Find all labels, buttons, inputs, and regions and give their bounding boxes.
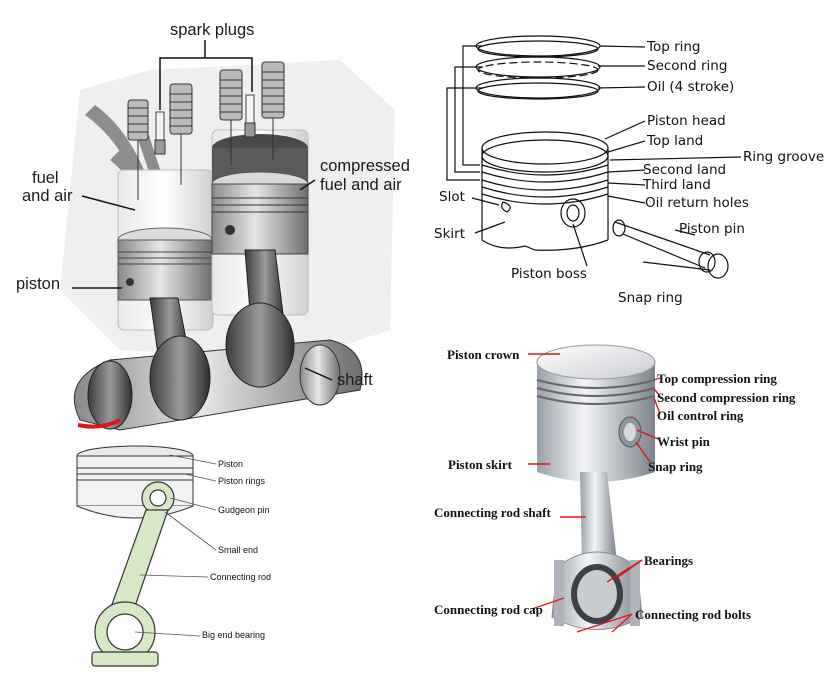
slot-label: Slot (439, 189, 465, 205)
fuel-air-leader (81, 195, 136, 211)
skirt-label: Skirt (434, 226, 465, 242)
second-land-label: Second land (643, 162, 727, 178)
engine-cutaway-panel: spark plugs fuel and air compressed fuel… (0, 0, 425, 440)
spark-plug-left (154, 111, 166, 155)
piston-pin-label: Piston pin (679, 221, 745, 237)
top-ring (475, 35, 601, 57)
piston-assembly-panel: Piston crown Top compression ring Second… (432, 332, 838, 662)
fuel-and-air-label: fuel and air (320, 176, 402, 194)
connecting-rod-label: Connecting rod (210, 572, 272, 582)
top-compression-ring-label: Top compression ring (657, 371, 777, 386)
piston-body (481, 131, 609, 251)
shaft-label: shaft (337, 371, 373, 389)
left-piston (117, 227, 213, 301)
connecting-rod-cap-label: Connecting rod cap (434, 602, 543, 617)
piston-label: piston (16, 275, 61, 293)
connecting-rod-drawing (76, 445, 217, 667)
assembly-leaders (528, 353, 661, 633)
piston-rings-drawing (446, 35, 742, 279)
fuel-label: fuel (32, 169, 59, 187)
second-ring-label: Second ring (647, 58, 728, 74)
top-land-label: Top land (647, 133, 704, 149)
spark-plugs-leader (159, 40, 253, 110)
valve-springs (127, 61, 285, 200)
oil-ring (475, 77, 601, 99)
wrist-pin-label: Wrist pin (657, 434, 710, 449)
spark-plugs-label: spark plugs (170, 21, 255, 39)
and-air-label: and air (22, 187, 73, 205)
rod-leaders (134, 454, 217, 637)
oil-control-ring-label: Oil control ring (657, 408, 744, 423)
connecting-rod-drawing (91, 481, 175, 667)
second-compression-ring-label: Second compression ring (657, 390, 796, 405)
piston-rings-panel: Top ring Second ring Oil (4 stroke) Pist… (425, 0, 838, 320)
rotation-arrow (77, 418, 121, 429)
third-land-label: Third land (643, 177, 711, 193)
piston-drawing (76, 445, 194, 519)
piston-skirt-label: Piston skirt (448, 457, 512, 472)
ring-groove-label: Ring groove (743, 149, 825, 165)
bearings-label: Bearings (644, 553, 694, 568)
piston-boss-label: Piston boss (511, 266, 587, 282)
piston-3d (536, 344, 656, 482)
spark-plug-right (244, 94, 256, 138)
shaft-leader (304, 367, 333, 381)
piston-rings-label: Piston rings (218, 476, 266, 486)
top-ring-label: Top ring (647, 39, 701, 55)
assembly-snap-ring-label: Snap ring (648, 459, 703, 474)
compressed-label: compressed (320, 157, 410, 175)
piston-crown-label: Piston crown (447, 347, 520, 362)
piston-assembly-drawing (528, 344, 661, 633)
connecting-rod-3d (551, 472, 643, 630)
piston-pin-drawing (612, 219, 729, 279)
right-piston (211, 171, 309, 255)
piston-head-label: Piston head (647, 113, 726, 129)
connecting-rod-bolts-label: Connecting rod bolts (635, 607, 752, 622)
second-ring (475, 56, 601, 78)
snap-ring-label: Snap ring (618, 290, 683, 306)
gudgeon-pin-label: Gudgeon pin (218, 505, 270, 515)
oil-return-holes-label: Oil return holes (645, 195, 749, 211)
compressed-leader (299, 179, 316, 191)
engine-cutaway-drawing (60, 40, 395, 431)
oil-ring-label: Oil (4 stroke) (647, 79, 735, 95)
big-end-bearing-label: Big end bearing (202, 630, 266, 640)
rod-piston-label: Piston (218, 459, 244, 469)
connecting-rod-panel: Piston Piston rings Gudgeon pin Small en… (70, 440, 390, 682)
small-end-label: Small end (218, 545, 259, 555)
connecting-rod-shaft-label: Connecting rod shaft (434, 505, 551, 520)
